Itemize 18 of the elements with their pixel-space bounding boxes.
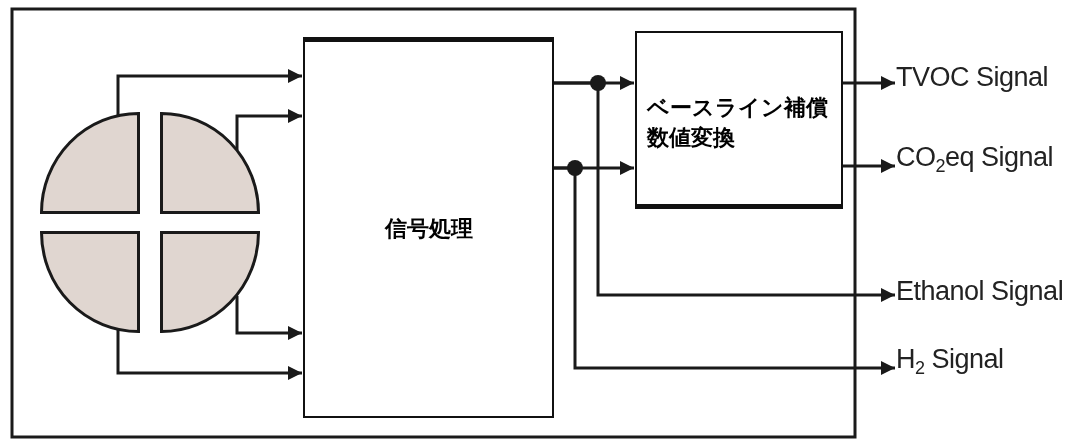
- sensor-segment: [40, 231, 140, 333]
- arrow: [116, 69, 302, 116]
- arrow: [554, 166, 895, 375]
- sensor-segment: [40, 112, 140, 214]
- signal-label: CO$_{2}$eq Signal: [896, 144, 1071, 188]
- arrow: [235, 109, 302, 150]
- process-box: ベースライン補償数値変換: [635, 31, 843, 206]
- sensor-segment: [160, 112, 260, 214]
- arrow: [554, 81, 895, 302]
- arrow: [235, 296, 302, 340]
- signal-label: TVOC Signal: [896, 64, 1056, 98]
- arrow: [843, 76, 895, 90]
- process-box: 信号処理: [303, 40, 554, 418]
- sensor-segment: [160, 231, 260, 333]
- arrow: [116, 330, 302, 380]
- arrow: [843, 159, 895, 173]
- signal-label: H$_{2}$ Signal: [896, 346, 1026, 390]
- signal-label: Ethanol Signal: [896, 278, 1078, 312]
